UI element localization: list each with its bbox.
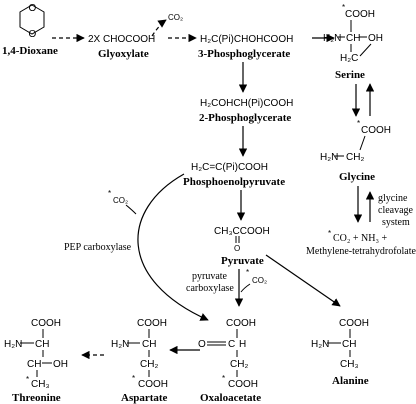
thr-ch: CH bbox=[35, 339, 49, 350]
glycine-star: * bbox=[357, 119, 360, 128]
dioxane-structure: O O bbox=[19, 3, 45, 40]
thr-oh: OH bbox=[53, 359, 68, 370]
dioxane-label: 1,4-Dioxane bbox=[2, 45, 58, 57]
ala-cooh: COOH bbox=[339, 318, 369, 329]
threonine-label: Threonine bbox=[12, 392, 61, 404]
serine-cooh: COOH bbox=[345, 9, 375, 20]
pyr-co2-star: * bbox=[246, 268, 249, 277]
oxaloacetate-structure: COOH O C H CH₂ * COOH bbox=[198, 318, 258, 390]
oaa-cooh-bottom: COOH bbox=[228, 379, 258, 390]
pyruvate-carbonyl-o: O bbox=[234, 244, 240, 253]
gcs-star: * bbox=[328, 229, 331, 238]
glycine-structure: * COOH H₂N CH₂ bbox=[320, 119, 391, 163]
thr-cooh: COOH bbox=[31, 318, 61, 329]
pg3-formula: H₂C(Pi)CHOHCOOH bbox=[200, 34, 293, 45]
glyoxylate-formula: 2X CHOCOOH bbox=[88, 34, 155, 45]
dioxane-o-bottom: O bbox=[29, 29, 37, 40]
pyruvate-carboxylase-2: carboxylase bbox=[186, 283, 234, 294]
pep-formula: H₂C=C(Pi)COOH bbox=[191, 162, 268, 173]
thr-star: * bbox=[26, 375, 29, 384]
asp-ch: CH bbox=[142, 339, 156, 350]
ala-ch: CH bbox=[342, 339, 356, 350]
threonine-structure: COOH H₂N CH CH OH * CH₃ bbox=[4, 318, 68, 390]
gcs-line1: glycine bbox=[378, 193, 408, 204]
thr-ch-oh-c: CH bbox=[27, 359, 41, 370]
pyruvate-formula: CH₃CCOOH bbox=[214, 226, 270, 237]
thr-ch3: CH₃ bbox=[31, 379, 50, 390]
pep-co2-star: * bbox=[108, 189, 111, 198]
pg3-label: 3-Phosphoglycerate bbox=[198, 48, 290, 60]
oaa-o: O bbox=[198, 339, 206, 350]
arrow-pep-oxaloacetate bbox=[137, 173, 209, 321]
gcs-line2: cleavage bbox=[378, 205, 414, 216]
serine-label: Serine bbox=[335, 69, 365, 81]
serine-oh: OH bbox=[368, 33, 383, 44]
gcs-line3: system bbox=[382, 217, 410, 228]
oaa-ch2: CH₂ bbox=[230, 359, 248, 370]
asp-star: * bbox=[132, 374, 135, 383]
oaa-label: Oxaloacetate bbox=[200, 392, 261, 404]
glycine-label: Glycine bbox=[339, 171, 375, 183]
pg2-formula: H₂COHCH(Pi)COOH bbox=[200, 98, 293, 109]
oaa-c: C bbox=[228, 339, 235, 350]
serine-structure: * COOH H₂N CH OH H₂C bbox=[323, 3, 383, 64]
oaa-star: * bbox=[222, 374, 225, 383]
glycine-nh2: H₂N bbox=[320, 152, 338, 163]
thr-nh2: H₂N bbox=[4, 339, 22, 350]
pep-label: Phosphoenolpyruvate bbox=[183, 176, 285, 188]
aspartate-structure: COOH H₂N CH CH₂ * COOH bbox=[111, 318, 168, 390]
serine-nh2: H₂N bbox=[323, 33, 341, 44]
oaa-cooh-top: COOH bbox=[226, 318, 256, 329]
alanine-structure: COOH H₂N CH CH₃ bbox=[311, 318, 369, 370]
aspartate-label: Aspartate bbox=[121, 392, 168, 404]
pep-carboxylase-label: PEP carboxylase bbox=[64, 242, 132, 253]
pg2-label: 2-Phosphoglycerate bbox=[199, 112, 291, 124]
glycine-ch2: CH₂ bbox=[346, 152, 364, 163]
asp-ch2: CH₂ bbox=[140, 359, 158, 370]
glyoxylate-label: Glyoxylate bbox=[98, 48, 149, 60]
pep-co2: CO₂ bbox=[113, 196, 128, 205]
asp-cooh-top: COOH bbox=[137, 318, 167, 329]
ala-ch3: CH₃ bbox=[340, 359, 359, 370]
serine-ch2: H₂C bbox=[340, 53, 358, 64]
arrow-co2-release bbox=[151, 19, 167, 37]
pyruvate-carboxylase-1: pyruvate bbox=[192, 271, 228, 282]
serine-star: * bbox=[342, 3, 345, 12]
serine-ch: CH bbox=[346, 33, 360, 44]
pyr-co2: CO₂ bbox=[252, 276, 267, 285]
glycine-cooh: COOH bbox=[361, 125, 391, 136]
oaa-ch-h: H bbox=[239, 339, 246, 350]
dioxane-o-top: O bbox=[29, 3, 37, 14]
co2-released: CO₂ bbox=[168, 13, 183, 22]
pyruvate-label: Pyruvate bbox=[221, 255, 264, 267]
asp-cooh-bottom: COOH bbox=[138, 379, 168, 390]
asp-nh2: H₂N bbox=[111, 339, 129, 350]
ala-nh2: H₂N bbox=[311, 339, 329, 350]
arrow-pyruvate-alanine bbox=[265, 254, 341, 307]
alanine-label: Alanine bbox=[332, 375, 369, 387]
gcs-products-2: Methylene-tetrahydrofolate bbox=[306, 246, 416, 257]
gcs-products-1: CO₂ + NH₃ + bbox=[333, 233, 387, 244]
